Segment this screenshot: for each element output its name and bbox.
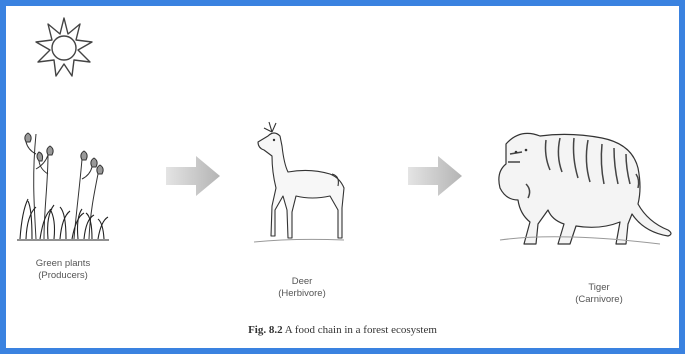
organism-name: Tiger <box>588 282 610 293</box>
tiger-icon <box>498 132 672 245</box>
figure-number: Fig. 8.2 <box>248 324 283 336</box>
organism-label-tiger: Tiger (Carnivore) <box>554 282 644 306</box>
organism-label-green-plants: Green plants (Producers) <box>18 258 108 282</box>
arrow-right-icon <box>166 156 220 196</box>
deer-icon <box>253 121 345 243</box>
organism-role: (Carnivore) <box>575 294 623 305</box>
organism-name: Deer <box>291 276 313 287</box>
figure-caption: Fig. 8.2 A food chain in a forest ecosys… <box>6 324 679 336</box>
arrow-right-icon <box>408 156 462 196</box>
diagram-frame: Green plants (Producers) Deer (Herbivore… <box>6 6 679 348</box>
green-plants-icon <box>17 132 109 241</box>
organism-name: Green plants <box>35 258 91 269</box>
sun-icon <box>35 17 93 77</box>
organism-role: (Producers) <box>38 270 88 281</box>
figure-caption-text: A food chain in a forest ecosystem <box>284 324 437 336</box>
organism-role: (Herbivore) <box>278 288 326 299</box>
organism-label-deer: Deer (Herbivore) <box>262 276 342 300</box>
